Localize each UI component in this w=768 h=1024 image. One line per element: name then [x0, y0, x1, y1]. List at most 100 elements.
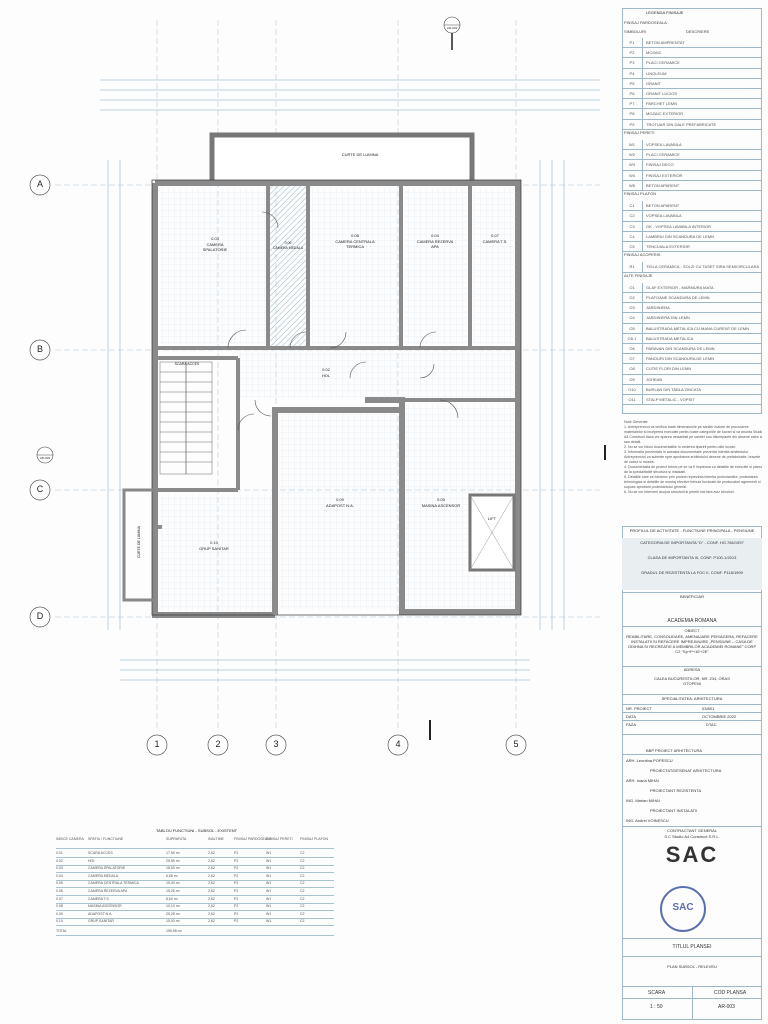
- legend-desc: BETON AMPRENTAT: [646, 40, 685, 45]
- legend-section-title: FINISAJ PERETI: [624, 129, 655, 135]
- tb-beneficiary-label: BENEFICIAR: [679, 594, 704, 599]
- legend-code: R1: [622, 262, 643, 272]
- floor-plan: [29, 16, 606, 756]
- tb-role1: PROIECTAT/DESENAT ARHITECTURA: [650, 768, 722, 773]
- legend-section-title: ALTE FINISAJE: [624, 272, 653, 278]
- table-cell: C2: [300, 911, 305, 916]
- note-line: 3. Informatia prezentata in aceasta docu…: [624, 450, 749, 454]
- table-cell: P2: [234, 873, 239, 878]
- tb-role3: PROIECTANT INSTALATII: [650, 808, 698, 813]
- axis-label-D: D: [36, 611, 44, 621]
- room-name-0.09: ADAPOST N.A.: [326, 503, 354, 508]
- legend-desc: VOPSEA LAVABILA: [646, 142, 682, 147]
- legend-desc: BETON APARENT: [646, 182, 680, 188]
- table-cell: 2,62: [208, 881, 215, 886]
- tb-sheet-title: PLAN SUBSOL - RELEVEU: [667, 964, 717, 969]
- th-name: SPATIU / FUNCTIUNE: [88, 837, 124, 841]
- legend-pardoseala-title: FINISAJ PARDOSEALA: [624, 20, 667, 25]
- tb-data: OCTOMBRIE 2022: [702, 714, 737, 719]
- right-dimensions: [539, 160, 565, 630]
- tb-line: [622, 826, 762, 827]
- note-line: 5. Detaliile care se folosesc prin proie…: [624, 475, 758, 479]
- th-walls: FINISAJ PERETI: [266, 837, 293, 841]
- axis-label-B: B: [36, 344, 43, 354]
- table-cell: 2,62: [208, 919, 215, 924]
- tb-contractor-label: CONTRACTANT GENERAL: [666, 828, 718, 833]
- table-cell: P2: [234, 881, 239, 886]
- table-cell: GRUP SANITAR: [88, 919, 114, 924]
- tb-code: AR-003: [718, 1004, 735, 1010]
- legend-desc: FINISAJ EXTERIOR: [646, 172, 683, 178]
- legend-code: P2: [622, 48, 643, 58]
- legend-code: O6: [622, 344, 643, 354]
- room-code-0.04: 0.04: [431, 233, 439, 238]
- note-line: 6. Nu se vor interveni asupra structurii…: [624, 490, 735, 494]
- note-line: tehnologica si detaliile de montaj efect…: [624, 480, 761, 484]
- th-index: INDICE CAMERA: [56, 837, 84, 841]
- room-table-title: TABLOU FUNCTIUNI - SUBSOL - EXISTENT: [156, 828, 238, 833]
- courtyard-left-label: CURTE DE LUMINA: [137, 525, 141, 559]
- legend-desc: BETON APARENT: [646, 203, 680, 209]
- tb-shaded: [622, 538, 762, 590]
- legend-desc: LINOLEUM: [646, 70, 667, 76]
- table-cell: 6,68 m²: [166, 873, 178, 878]
- interior-walls: [155, 183, 518, 615]
- table-cell: W1: [266, 866, 272, 871]
- tb-address: CALEA BUCURESTILOR, NR. 234, ORAS OTOPEN…: [654, 676, 730, 686]
- legend-desc: PLACI CERAMICE: [646, 60, 680, 66]
- room-name-0.05: MASINA ASCENSOR: [421, 503, 461, 508]
- tb-line: [622, 956, 762, 957]
- axis-label-5: 5: [513, 739, 519, 749]
- axis-label-A: A: [36, 179, 43, 189]
- room-code-0.06: 0.06: [284, 241, 292, 245]
- tb-line: [622, 938, 762, 939]
- table-cell: C2: [300, 873, 305, 878]
- legend-code: W2: [622, 150, 643, 160]
- table-cell: 2,62: [208, 858, 215, 863]
- th-height: INALTIME: [208, 837, 224, 841]
- legend-desc: TENCUIALA EXTERIOR: [646, 244, 690, 249]
- tb-faza-label: FAZA: [626, 722, 637, 727]
- table-cell: P2: [234, 889, 239, 893]
- room-name-0.03: CAMERA SPALATORIE: [202, 242, 228, 252]
- legend-code: P1: [622, 38, 643, 48]
- axis-row-bubbles: [29, 174, 51, 628]
- legend-desc: TROTUAR DIN DALE PREFABRICATE: [646, 121, 717, 127]
- table-cell: 0.03: [56, 866, 63, 871]
- note-line: de la specialitatile structura si instal…: [624, 470, 686, 474]
- lift-label: LIFT: [487, 516, 497, 521]
- table-cell: P2: [234, 858, 239, 863]
- legend-desc: TIGLA CERAMICA - SOLZI CU TASET SIRA SEM…: [646, 264, 760, 270]
- table-cell: 15,40 m²: [166, 881, 180, 886]
- table-cell: W1: [266, 904, 272, 909]
- legend-desc: LAMBRIU DIN SCANDURA DE LEMN: [646, 233, 715, 239]
- legend-code: O3: [622, 303, 643, 313]
- legend-code: W1: [622, 140, 643, 150]
- legend-desc: JARDINIERA: [646, 305, 670, 311]
- legend-code: P5: [622, 78, 643, 88]
- room-name-0.02: HOL: [321, 373, 331, 378]
- legend-desc: BURLAN DIN TABLA ZINCATA: [646, 386, 702, 392]
- tb-profile: PROFILUL DE ACTIVITATE - FUNCTIUNE PRINC…: [629, 528, 755, 533]
- tb-firm: BBP PROIECT ARHITECTURA: [646, 748, 703, 753]
- staircase: [159, 361, 213, 475]
- table-cell: 2,62: [208, 904, 215, 909]
- note-line: Antreprenorul va submite spre aprobarea …: [624, 455, 761, 459]
